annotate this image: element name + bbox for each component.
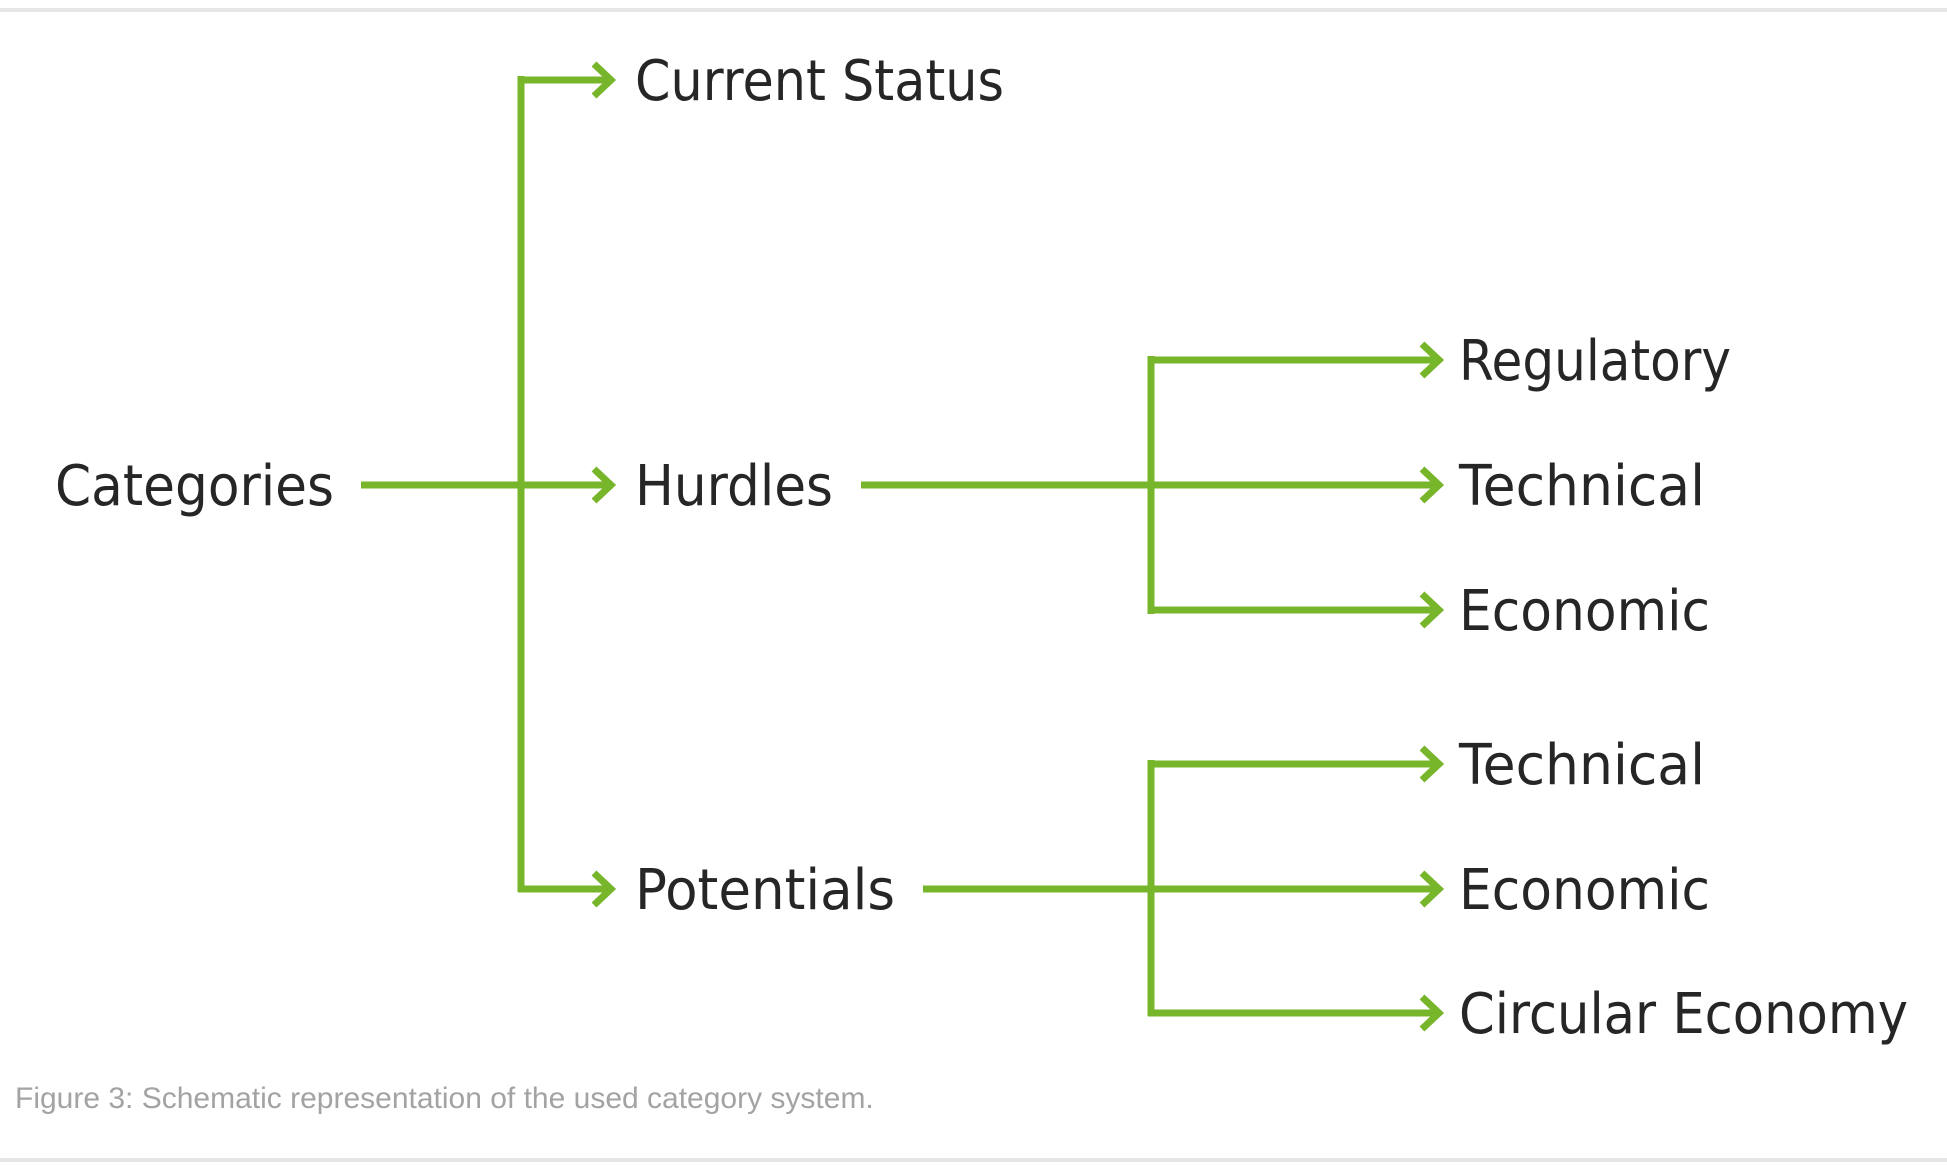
node-hurdles-regulatory: Regulatory	[1459, 329, 1731, 394]
connector-lines	[361, 61, 1445, 1032]
potentials-arrowhead	[591, 870, 617, 908]
circular-economy-arrowhead	[1419, 994, 1445, 1032]
node-potentials: Potentials	[635, 858, 895, 923]
regulatory-arrowhead	[1419, 341, 1445, 379]
top-divider	[0, 8, 1947, 12]
node-current-status: Current Status	[635, 49, 1004, 114]
hurdles-economic-arrowhead	[1419, 591, 1445, 629]
bottom-divider	[0, 1158, 1947, 1162]
node-categories: Categories	[55, 454, 334, 519]
node-potentials-technical: Technical	[1458, 733, 1705, 798]
hurdles-technical-arrowhead	[1419, 466, 1445, 504]
node-labels: Categories Current Status Hurdles Potent…	[55, 49, 1908, 1047]
figure-caption: Figure 3: Schematic representation of th…	[15, 1082, 874, 1115]
current-status-arrowhead	[591, 61, 617, 99]
node-hurdles-technical: Technical	[1458, 454, 1705, 519]
hurdles-arrowhead	[591, 466, 617, 504]
potentials-economic-arrowhead	[1419, 870, 1445, 908]
node-potentials-circular-economy: Circular Economy	[1459, 982, 1908, 1047]
potentials-technical-arrowhead	[1419, 745, 1445, 783]
node-hurdles: Hurdles	[635, 454, 833, 519]
node-potentials-economic: Economic	[1459, 858, 1710, 923]
node-hurdles-economic: Economic	[1459, 579, 1710, 644]
